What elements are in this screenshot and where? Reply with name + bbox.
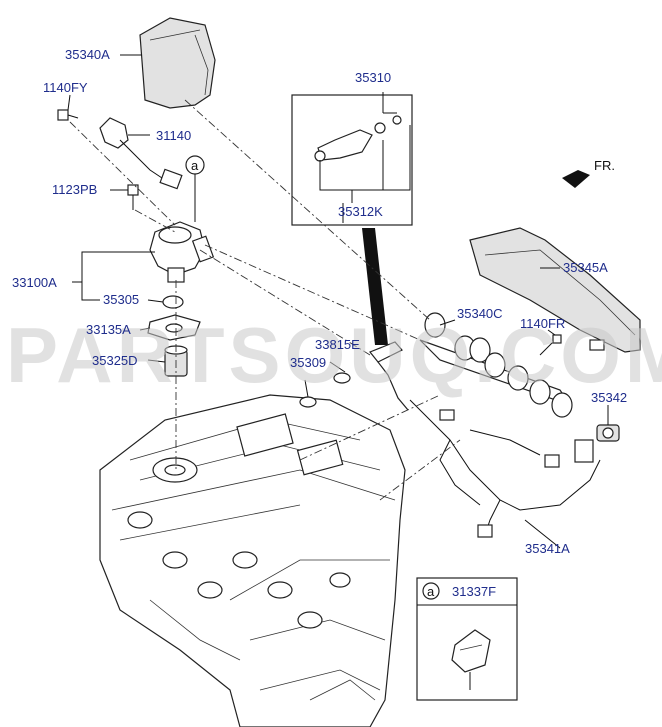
o-ring-35305: [162, 295, 184, 309]
label-35341A: 35341A: [525, 541, 570, 556]
callout-letter-a: a: [191, 158, 199, 173]
callout-marker-a: [185, 155, 205, 222]
watermark: PARTSOUQ.COM: [6, 311, 662, 399]
front-label: FR.: [594, 158, 615, 173]
pointer-arrow: [362, 228, 388, 345]
label-31337F: 31337F: [452, 584, 496, 599]
label-35340A: 35340A: [65, 47, 110, 62]
bolt-1140fy: [57, 109, 79, 121]
bolt-1140fr: [539, 334, 562, 356]
inset-box: [416, 577, 518, 701]
fuel-pipe-part: [99, 117, 183, 190]
engine-block: [99, 394, 406, 727]
label-35340C: 35340C: [457, 306, 503, 321]
fuel-pump-part: [149, 221, 215, 283]
inset-callout-letter: a: [427, 584, 435, 599]
label-35305: 35305: [103, 292, 139, 307]
gasket-part: [147, 314, 201, 341]
engine-cover-part: [139, 17, 216, 109]
label-35310: 35310: [355, 70, 391, 85]
label-1140FR: 1140FR: [520, 316, 565, 331]
label-33100A: 33100A: [12, 275, 57, 290]
reference-lines: [69, 99, 461, 501]
label-33135A: 33135A: [86, 322, 131, 337]
label-35345A: 35345A: [563, 260, 608, 275]
leader-lines: [67, 54, 609, 549]
label-35342: 35342: [591, 390, 627, 405]
label-1140FY: 1140FY: [43, 80, 88, 95]
bolt-1123pb: [127, 184, 139, 210]
label-33815E: 33815E: [315, 337, 360, 352]
label-31140: 31140: [156, 128, 191, 143]
label-35325D: 35325D: [92, 353, 138, 368]
label-35309: 35309: [290, 355, 326, 370]
label-35312K: 35312K: [338, 204, 383, 219]
rail-cover-part: [469, 227, 641, 353]
injector-box: [291, 92, 413, 226]
wiring-harness-part: [409, 399, 601, 538]
front-direction-arrow: [562, 170, 590, 188]
fuel-rail-part: [419, 312, 573, 418]
label-1123PB: 1123PB: [52, 182, 97, 197]
pressure-sensor-part: [596, 424, 620, 442]
injector-part: [369, 341, 409, 411]
